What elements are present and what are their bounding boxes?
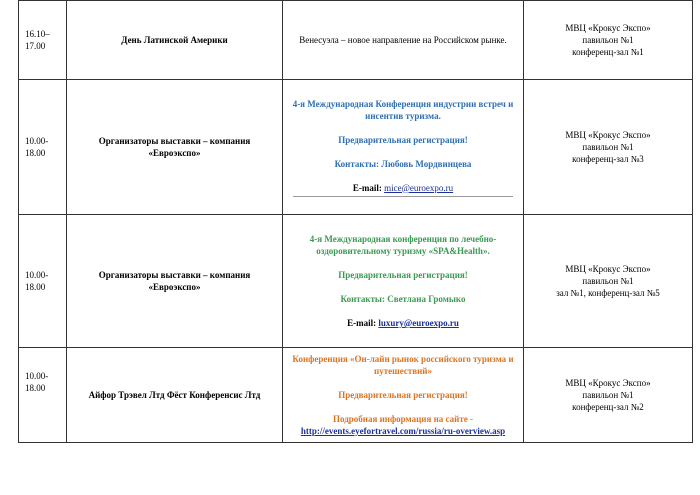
venue-hall: конференц-зал №2: [572, 402, 644, 412]
organizer-cell: Организаторы выставки – компания «Евроэк…: [66, 79, 283, 215]
registration-note: Предварительная регистрация!: [338, 270, 468, 280]
time-cell: 10.00-18.00: [18, 347, 67, 443]
description-cell: Венесуэла – новое направление на Российс…: [282, 0, 524, 80]
event-name-cell: День Латинской Америки: [66, 0, 283, 80]
registration-note: Предварительная регистрация!: [338, 390, 468, 400]
table-row: 16.10–17.00 День Латинской Америки Венес…: [18, 0, 693, 80]
time-cell: 10.00-18.00: [18, 214, 67, 348]
table-row: 10.00-18.00 Айфор Трэвел Лтд Фёст Конфер…: [18, 347, 693, 443]
email-line: E-mail: luxury@euroexpo.ru: [289, 317, 517, 329]
website-link[interactable]: http://events.eyefortravel.com/russia/ru…: [300, 426, 506, 436]
venue-pavilion: павильон №1: [582, 142, 634, 152]
email-link[interactable]: luxury@euroexpo.ru: [378, 318, 459, 328]
venue-hall: зал №1, конференц-зал №5: [556, 288, 660, 298]
venue-name: МВЦ «Крокус Экспо»: [565, 23, 651, 33]
registration-note: Предварительная регистрация!: [338, 134, 468, 145]
venue-cell: МВЦ «Крокус Экспо» павильон №1 зал №1, к…: [523, 214, 693, 348]
venue-cell: МВЦ «Крокус Экспо» павильон №1 конференц…: [523, 0, 693, 80]
schedule-table: 16.10–17.00 День Латинской Америки Венес…: [18, 0, 693, 443]
description-cell: 4-я Международная конференция по лечебно…: [282, 214, 524, 348]
description-cell: Конференция «Он-лайн рынок российского т…: [282, 347, 524, 443]
info-text: Подробная информация на сайте -: [332, 414, 474, 424]
time-cell: 10.00-18.00: [18, 79, 67, 215]
conference-title: 4-я Международная конференция по лечебно…: [309, 234, 497, 256]
venue-name: МВЦ «Крокус Экспо»: [565, 264, 651, 274]
venue-name: МВЦ «Крокус Экспо»: [565, 378, 651, 388]
email-label: E-mail:: [347, 318, 377, 328]
table-row: 10.00-18.00 Организаторы выставки – комп…: [18, 214, 693, 348]
conference-title: Конференция «Он-лайн рынок российского т…: [292, 354, 514, 376]
venue-pavilion: павильон №1: [582, 276, 634, 286]
venue-hall: конференц-зал №1: [572, 47, 644, 57]
description-text: Венесуэла – новое направление на Российс…: [299, 35, 507, 45]
time-cell: 16.10–17.00: [18, 0, 67, 80]
venue-pavilion: павильон №1: [582, 390, 634, 400]
contacts-text: Контакты: Светлана Громыко: [340, 294, 466, 304]
venue-pavilion: павильон №1: [582, 35, 634, 45]
table-row: 10.00-18.00 Организаторы выставки – комп…: [18, 79, 693, 215]
venue-cell: МВЦ «Крокус Экспо» павильон №1 конференц…: [523, 347, 693, 443]
email-link[interactable]: mice@euroexpo.ru: [384, 182, 454, 193]
organizer-cell: Организаторы выставки – компания «Евроэк…: [66, 214, 283, 348]
email-line: E-mail: mice@euroexpo.ru: [293, 182, 513, 197]
conference-title: 4-я Международная Конференция индустрии …: [292, 98, 514, 121]
venue-name: МВЦ «Крокус Экспо»: [565, 130, 651, 140]
venue-hall: конференц-зал №3: [572, 154, 644, 164]
contacts-text: Контакты: Любовь Мордвинцева: [334, 158, 472, 169]
email-label: E-mail:: [352, 182, 382, 193]
organizer-cell: Айфор Трэвел Лтд Фёст Конференсис Лтд: [66, 347, 283, 443]
venue-cell: МВЦ «Крокус Экспо» павильон №1 конференц…: [523, 79, 693, 215]
description-cell: 4-я Международная Конференция индустрии …: [282, 79, 524, 215]
